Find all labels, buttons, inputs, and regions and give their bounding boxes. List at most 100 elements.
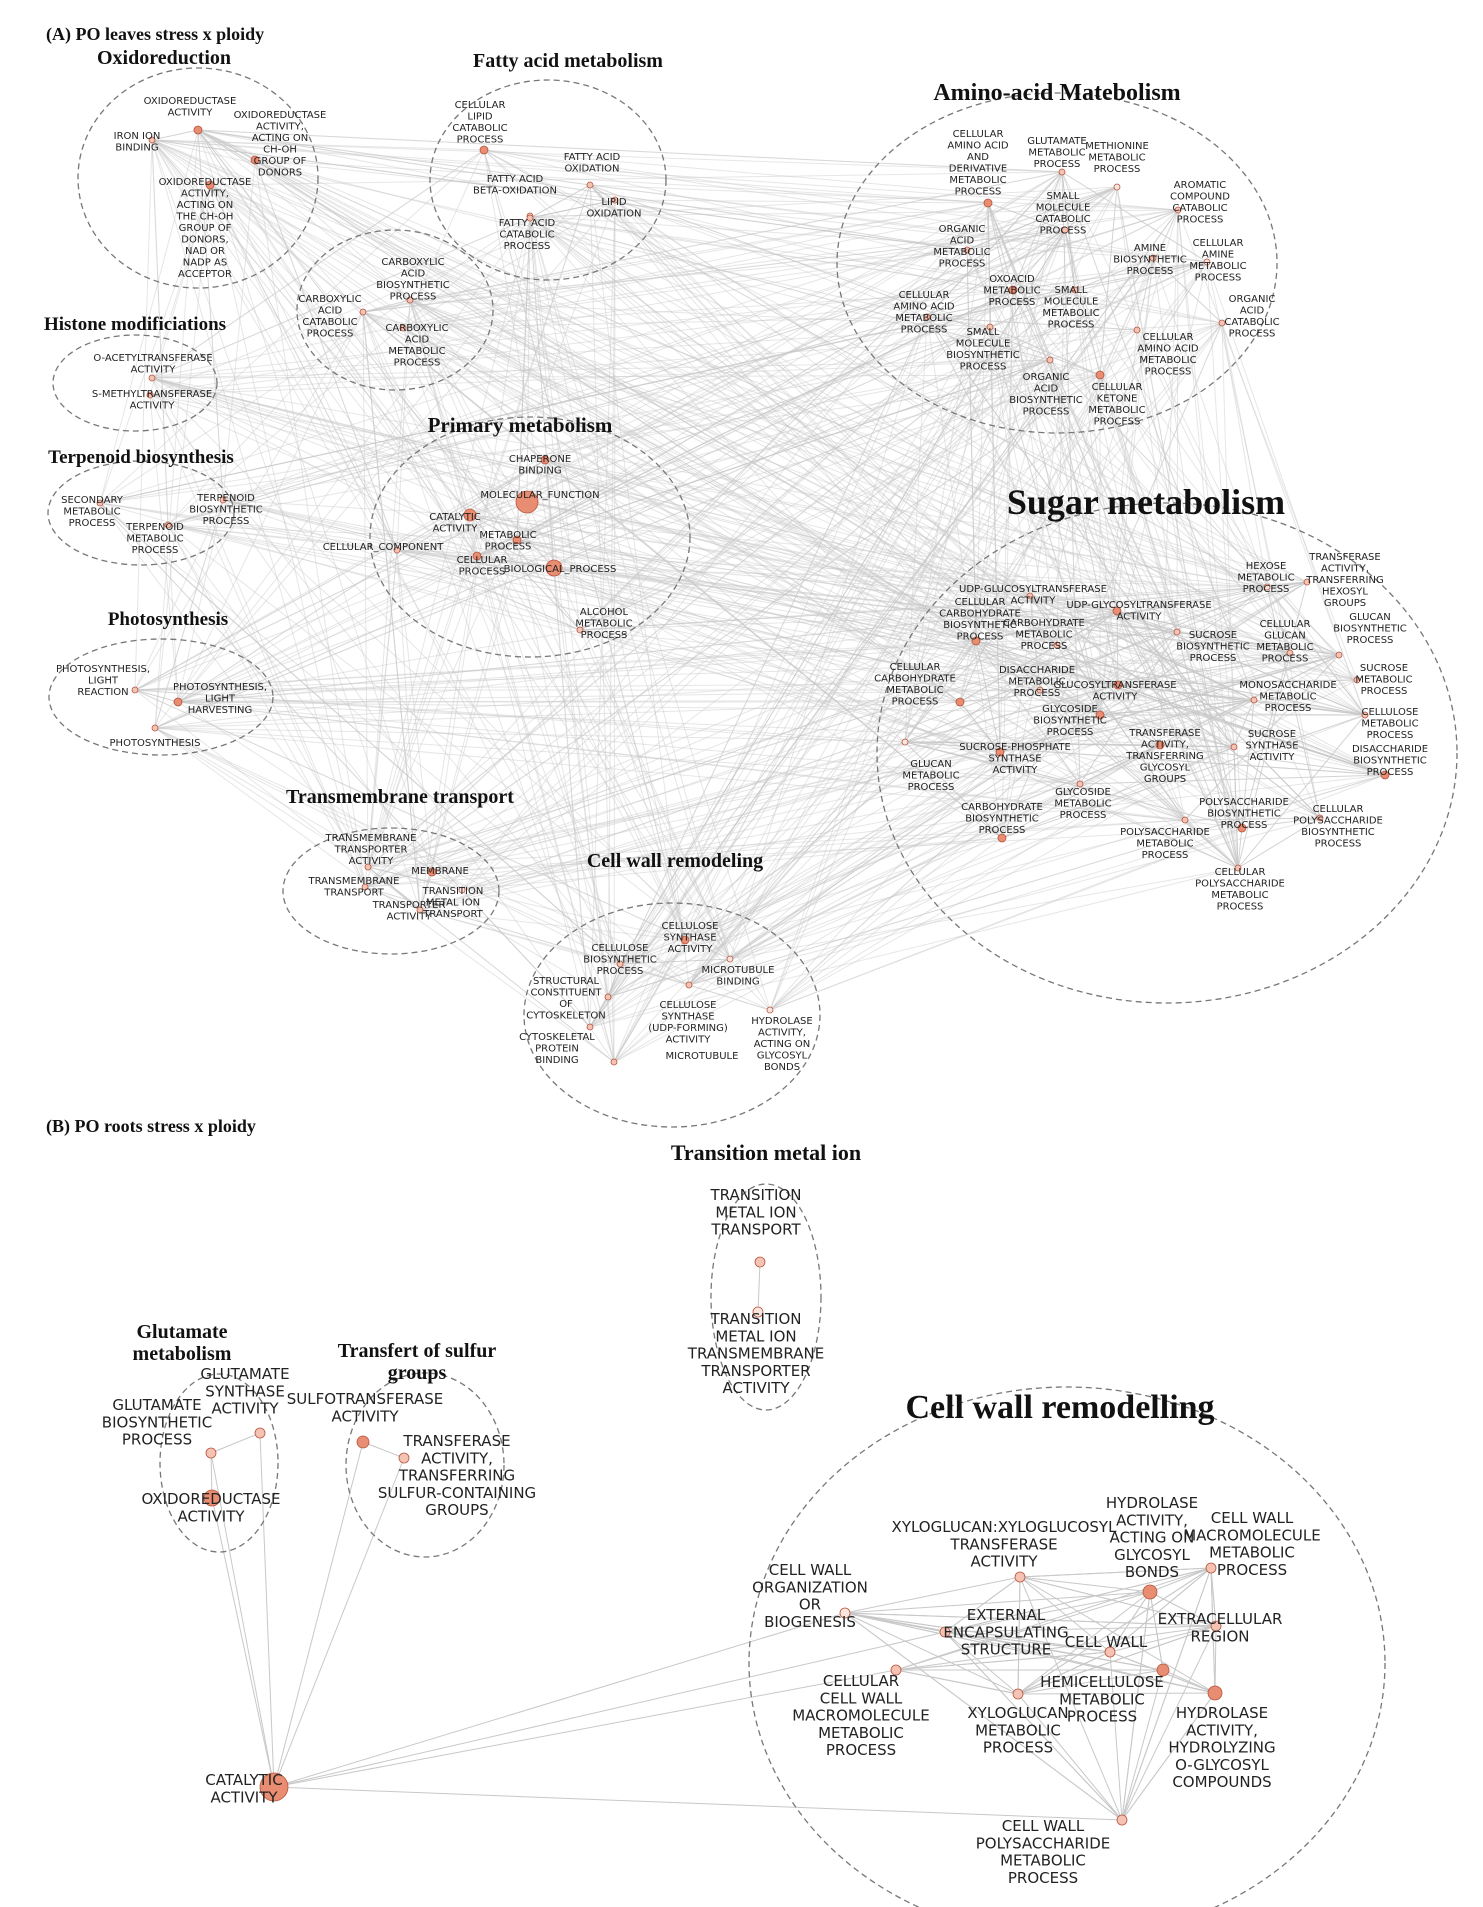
edge — [769, 631, 1178, 1011]
edge — [944, 1631, 1123, 1821]
edge — [926, 316, 991, 328]
node-cell-wall-organization-or-biogenesis — [839, 1607, 851, 1619]
cluster-terpenoid-biosynthesis — [47, 460, 235, 566]
edge — [544, 459, 1003, 839]
edge — [1210, 1567, 1216, 1694]
edge — [516, 326, 991, 541]
edge — [483, 149, 686, 941]
edge — [688, 714, 1101, 986]
cluster-histone-modificiations — [52, 334, 218, 432]
edge — [1117, 684, 1255, 701]
edge — [579, 322, 1223, 631]
edge — [409, 299, 961, 703]
edge — [1149, 1567, 1212, 1593]
cluster-title-oxidoreduction: Oxidoreduction — [97, 47, 231, 69]
panel-a-label: (A) PO leaves stress x ploidy — [46, 24, 264, 45]
edge — [254, 159, 1235, 748]
node-cellular-component — [393, 546, 401, 554]
edge — [589, 209, 1179, 1028]
edge — [197, 129, 398, 551]
cluster-transfert-of-sulfur-groups — [345, 1372, 505, 1558]
edge — [99, 217, 531, 504]
edge — [151, 377, 528, 503]
cluster-title-transmembrane-transport: Transmembrane transport — [286, 786, 514, 808]
edge — [177, 689, 1041, 703]
edge — [926, 229, 1066, 318]
edge — [197, 129, 1063, 173]
edge — [209, 184, 555, 569]
edge — [1001, 714, 1366, 839]
node-photosynthesis-light-harvesting — [173, 697, 183, 707]
edge — [461, 654, 1340, 891]
node-metabolic-process — [512, 535, 522, 545]
node-biological-process — [545, 559, 563, 577]
edge — [151, 377, 366, 888]
edge — [529, 215, 686, 941]
edge — [526, 501, 1340, 656]
edge — [579, 629, 1186, 821]
edge — [516, 186, 1118, 541]
edge — [367, 644, 1058, 868]
edge — [966, 249, 977, 642]
node-label: MICROTUBULE — [666, 1051, 739, 1062]
edge — [619, 257, 1154, 965]
edge — [209, 184, 609, 998]
edge — [619, 257, 1154, 965]
edge — [966, 229, 1066, 251]
edge — [966, 249, 977, 642]
edge — [154, 727, 621, 965]
edge — [476, 555, 1031, 597]
edge — [1149, 1591, 1164, 1671]
edge — [895, 1669, 1019, 1695]
edge — [516, 539, 1340, 656]
node-monosaccharide-metabolic-process — [1250, 696, 1258, 704]
edge — [99, 289, 1076, 504]
edge — [409, 299, 731, 960]
edge — [151, 377, 224, 501]
edge — [613, 679, 1358, 1063]
edge — [553, 567, 1239, 869]
edge — [529, 217, 771, 1011]
edge — [367, 289, 1076, 868]
edge — [688, 774, 1386, 986]
cluster-title-fatty-acid-metabolism: Fatty acid metabolism — [473, 50, 663, 72]
edge — [729, 316, 928, 960]
edge — [729, 654, 1340, 960]
edge — [966, 249, 977, 642]
edge — [975, 581, 1308, 642]
edge — [1159, 744, 1386, 776]
edge — [362, 311, 961, 703]
edge — [469, 514, 977, 642]
edge — [769, 359, 1051, 1011]
edge — [177, 701, 1366, 716]
edge — [476, 359, 1051, 557]
node-glutamate-biosynthetic-process — [205, 1447, 217, 1459]
node-cellular-polysaccharide-biosynthetic-process — [1316, 814, 1324, 822]
edge — [529, 199, 616, 219]
edge — [589, 171, 1063, 1028]
edge — [1206, 261, 1386, 776]
edge — [579, 629, 961, 703]
edge — [607, 316, 928, 998]
edge — [579, 329, 1138, 631]
edge — [516, 539, 1118, 612]
node-label: MEMBRANE — [411, 866, 469, 877]
edge — [1049, 359, 1101, 716]
node-aromatic-compound-catabolic-process — [1174, 206, 1182, 214]
edge — [222, 186, 1118, 501]
edge — [197, 129, 1178, 633]
edge — [544, 459, 977, 642]
edge — [151, 377, 771, 1011]
edge — [167, 524, 179, 703]
node-oxidoreductase-activity — [193, 125, 203, 135]
edge — [362, 171, 1063, 313]
